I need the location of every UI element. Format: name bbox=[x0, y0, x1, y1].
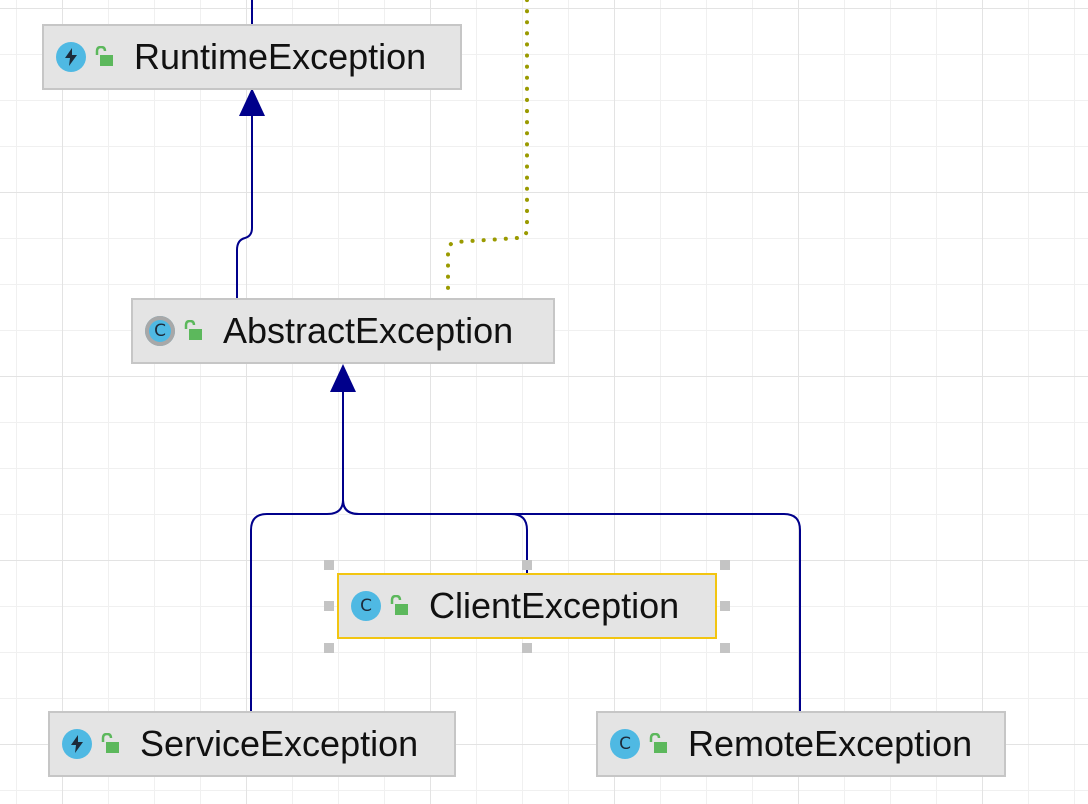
unlocked-padlock-icon bbox=[94, 46, 114, 68]
node-client-exception[interactable]: C ClientException bbox=[337, 573, 717, 639]
class-name: ClientException bbox=[429, 585, 680, 626]
node-runtime-exception[interactable]: RuntimeException bbox=[42, 24, 462, 90]
class-name: ServiceException bbox=[140, 723, 419, 764]
node-abstract-exception[interactable]: C AbstractException bbox=[131, 298, 555, 364]
abstract-class-icon: C bbox=[145, 316, 175, 346]
selection-handle-bottom-right[interactable] bbox=[720, 643, 730, 653]
edge-abstract-to-runtime bbox=[236, 112, 253, 298]
unlocked-padlock-icon bbox=[183, 320, 203, 342]
lightning-icon bbox=[62, 729, 92, 759]
class-name: RuntimeException bbox=[134, 36, 427, 77]
arrowhead-runtime bbox=[239, 88, 265, 116]
arrowhead-abstract bbox=[330, 364, 356, 392]
unlocked-padlock-icon bbox=[389, 595, 409, 617]
edge-remote-to-abstract bbox=[342, 499, 801, 711]
lightning-icon bbox=[56, 42, 86, 72]
selection-handle-bottom-left[interactable] bbox=[324, 643, 334, 653]
unlocked-padlock-icon bbox=[100, 733, 120, 755]
selection-handle-top-right[interactable] bbox=[720, 560, 730, 570]
class-glyph: C bbox=[360, 595, 372, 616]
class-name: AbstractException bbox=[223, 310, 514, 351]
selection-handle-middle-left[interactable] bbox=[324, 601, 334, 611]
selection-handle-bottom-center[interactable] bbox=[522, 643, 532, 653]
implements-edge bbox=[446, 0, 529, 298]
edge-service-to-abstract bbox=[250, 390, 344, 711]
unlocked-padlock-icon bbox=[648, 733, 668, 755]
abstract-class-glyph: C bbox=[154, 320, 166, 341]
node-remote-exception[interactable]: C RemoteException bbox=[596, 711, 1006, 777]
class-glyph: C bbox=[619, 733, 631, 754]
edge-client-to-abstract bbox=[342, 499, 528, 573]
selection-handle-middle-right[interactable] bbox=[720, 601, 730, 611]
selection-handle-top-left[interactable] bbox=[324, 560, 334, 570]
selection-handle-top-center[interactable] bbox=[522, 560, 532, 570]
class-name: RemoteException bbox=[688, 723, 973, 764]
class-icon: C bbox=[351, 591, 381, 621]
class-icon: C bbox=[610, 729, 640, 759]
node-service-exception[interactable]: ServiceException bbox=[48, 711, 456, 777]
